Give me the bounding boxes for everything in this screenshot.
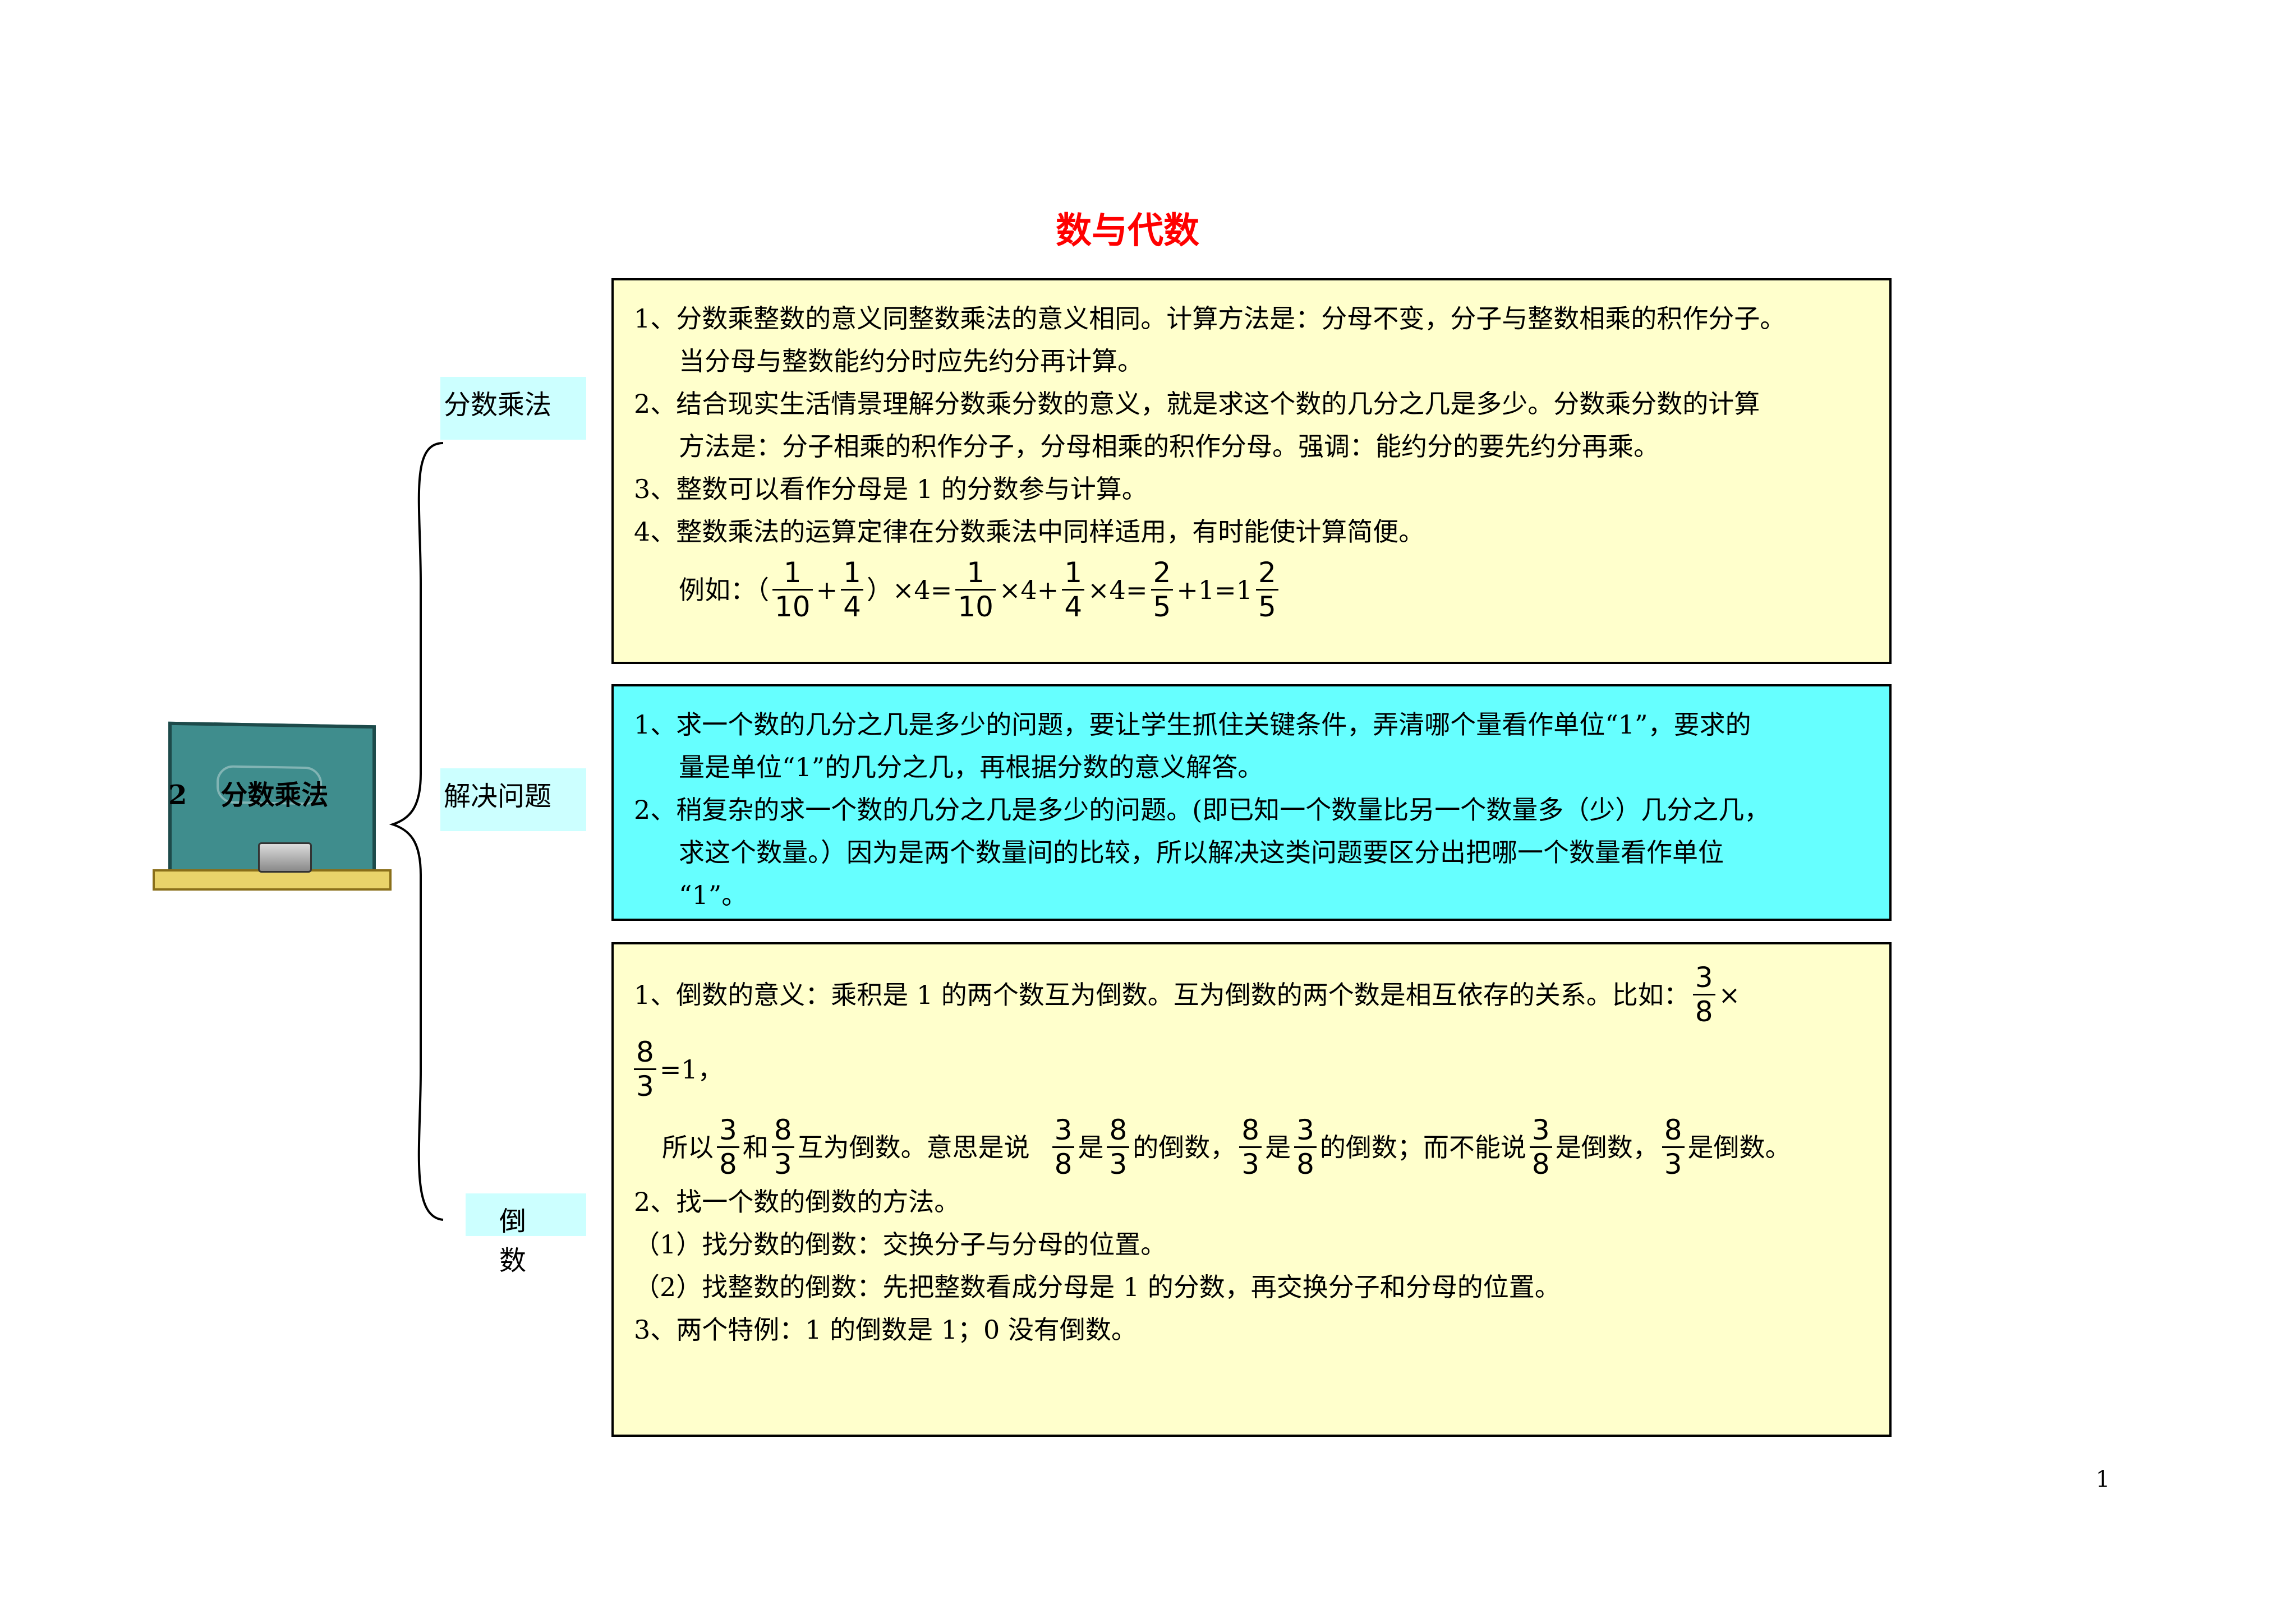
text-line: 3、整数可以看作分母是 1 的分数参与计算。 xyxy=(634,474,1148,504)
denominator: 3 xyxy=(636,1070,654,1103)
problem-solving-box: 1、求一个数的几分之几是多少的问题，要让学生抓住关键条件，弄清哪个量看作单位“1… xyxy=(611,684,1892,921)
text-line: 方法是：分子相乘的积作分子，分母相乘的积作分母。强调：能约分的要先约分再乘。 xyxy=(679,431,1659,462)
page-number: 1 xyxy=(2096,1467,2110,1492)
operator: +1=1 xyxy=(1176,574,1253,605)
numerator: 8 xyxy=(1239,1114,1262,1148)
reciprocal-definition-line: 1、倒数的意义：乘积是 1 的两个数互为倒数。互为倒数的两个数是相互依存的关系。… xyxy=(634,961,1872,1028)
example-prefix: 例如：（ xyxy=(679,574,769,605)
numerator: 3 xyxy=(1294,1114,1317,1148)
text-line: 1、倒数的意义：乘积是 1 的两个数互为倒数。互为倒数的两个数是相互依存的关系。… xyxy=(634,979,1690,1010)
denominator: 3 xyxy=(774,1148,792,1181)
page-title: 数与代数 xyxy=(1056,210,1199,252)
operator: × xyxy=(1718,979,1741,1010)
text-line: 当分母与整数能约分时应先约分再计算。 xyxy=(679,346,1143,376)
text-segment: 的倒数；而不能说 xyxy=(1319,1132,1526,1163)
numerator: 1 xyxy=(1062,556,1085,591)
denominator: 5 xyxy=(1258,591,1276,623)
text-segment: 互为倒数。意思是说 xyxy=(797,1132,1030,1163)
numerator: 8 xyxy=(1107,1114,1130,1148)
text-line: 1、求一个数的几分之几是多少的问题，要让学生抓住关键条件，弄清哪个量看作单位“1… xyxy=(634,709,1751,740)
numerator: 1 xyxy=(841,556,863,591)
chapter-number: 2 xyxy=(168,780,187,811)
branch-label-problem-solving: 解决问题 xyxy=(440,768,586,831)
text-line: “1”。 xyxy=(679,880,748,910)
fraction-multiplication-box: 1、分数乘整数的意义同整数乘法的意义相同。计算方法是：分母不变，分子与整数相乘的… xyxy=(611,278,1892,664)
denominator: 10 xyxy=(775,591,811,623)
operator: + xyxy=(816,574,838,605)
text-segment: 是倒数。 xyxy=(1687,1132,1791,1163)
numerator: 3 xyxy=(1529,1114,1552,1148)
denominator: 3 xyxy=(1241,1148,1260,1181)
numerator: 1 xyxy=(772,556,813,591)
text-line: 求这个数量。）因为是两个数量间的比较，所以解决这类问题要区分出把哪一个数量看作单… xyxy=(679,837,1724,868)
denominator: 8 xyxy=(1296,1148,1314,1181)
operator: =1， xyxy=(659,1054,724,1085)
text-line: （2）找整数的倒数：先把整数看成分母是 1 的分数，再交换分子和分母的位置。 xyxy=(634,1272,1561,1302)
branch-label-fraction-multiplication: 分数乘法 xyxy=(440,377,586,440)
branch-label-reciprocal: 倒数 xyxy=(466,1193,586,1276)
text-line: 2、找一个数的倒数的方法。 xyxy=(634,1187,960,1217)
operator: ×4= xyxy=(1088,574,1148,605)
denominator: 5 xyxy=(1153,591,1171,623)
denominator: 4 xyxy=(843,591,861,623)
numerator: 3 xyxy=(1052,1114,1075,1148)
text-line: 1、分数乘整数的意义同整数乘法的意义相同。计算方法是：分母不变，分子与整数相乘的… xyxy=(634,303,1786,334)
numerator: 3 xyxy=(1692,961,1715,995)
text-line: 3、两个特例：1 的倒数是 1；0 没有倒数。 xyxy=(634,1315,1137,1345)
denominator: 8 xyxy=(1531,1148,1550,1181)
numerator: 2 xyxy=(1255,556,1278,591)
numerator: 3 xyxy=(717,1114,739,1148)
text-line: 4、整数乘法的运算定律在分数乘法中同样适用，有时能使计算简便。 xyxy=(634,517,1425,547)
denominator: 8 xyxy=(1695,995,1713,1028)
denominator: 8 xyxy=(719,1148,737,1181)
denominator: 3 xyxy=(1664,1148,1682,1181)
text-segment: 是倒数， xyxy=(1555,1132,1659,1163)
text-segment: 是 xyxy=(1265,1132,1291,1163)
text-line: 2、稍复杂的求一个数的几分之几是多少的问题。(即已知一个数量比另一个数量多（少）… xyxy=(634,795,1770,825)
numerator: 8 xyxy=(1662,1114,1685,1148)
chapter-label: 分数乘法 xyxy=(220,780,329,811)
denominator: 4 xyxy=(1064,591,1083,623)
text-line: 量是单位“1”的几分之几，再根据分数的意义解答。 xyxy=(679,752,1264,782)
numerator: 8 xyxy=(771,1114,794,1148)
numerator: 1 xyxy=(955,556,996,591)
denominator: 10 xyxy=(958,591,993,623)
reciprocal-box: 1、倒数的意义：乘积是 1 的两个数互为倒数。互为倒数的两个数是相互依存的关系。… xyxy=(611,942,1892,1437)
text-line: 2、结合现实生活情景理解分数乘分数的意义，就是求这个数的几分之几是多少。分数乘分… xyxy=(634,389,1760,419)
text-segment: 的倒数， xyxy=(1133,1132,1236,1163)
operator: ×4+ xyxy=(999,574,1059,605)
denominator: 8 xyxy=(1054,1148,1073,1181)
numerator: 8 xyxy=(634,1036,656,1070)
numerator: 2 xyxy=(1151,556,1174,591)
text-segment: 所以 xyxy=(662,1132,714,1163)
text-segment: 是 xyxy=(1078,1132,1104,1163)
brace-connector xyxy=(389,442,444,1221)
text-segment: 和 xyxy=(742,1132,769,1163)
operator: ）×4= xyxy=(866,574,953,605)
eraser-icon xyxy=(258,842,312,873)
text-line: （1）找分数的倒数：交换分子与分母的位置。 xyxy=(634,1229,1167,1260)
chalkboard-text: 2 分数乘法 xyxy=(168,773,362,812)
denominator: 3 xyxy=(1109,1148,1128,1181)
